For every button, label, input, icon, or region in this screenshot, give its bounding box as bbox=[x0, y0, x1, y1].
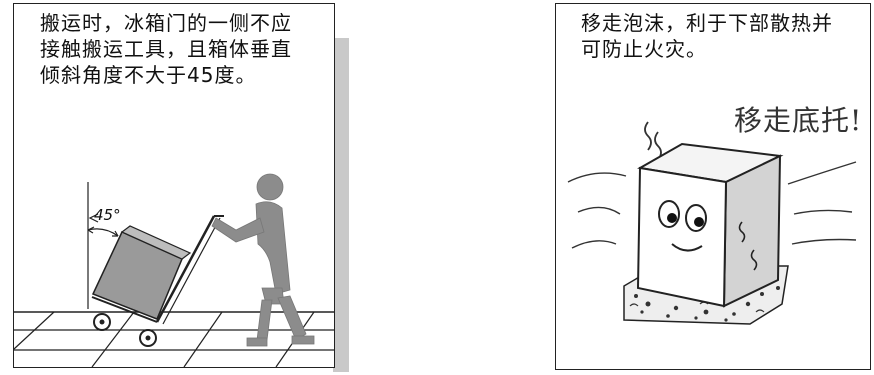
right-panel: 移走泡沫，利于下部散热并 可防止火灾。 移走底托! bbox=[555, 3, 871, 370]
right-caption: 移走泡沫，利于下部散热并 可防止火灾。 bbox=[581, 10, 833, 62]
left-caption-line-2: 接触搬运工具，且箱体垂直 bbox=[40, 37, 292, 61]
floor-tiles-icon bbox=[13, 311, 334, 368]
angle-label: 45° bbox=[94, 206, 121, 224]
left-panel: 搬运时，冰箱门的一侧不应 接触搬运工具，且箱体垂直 倾斜角度不大于45度。 45… bbox=[13, 3, 335, 368]
angle-marker-icon bbox=[87, 182, 119, 309]
left-caption: 搬运时，冰箱门的一侧不应 接触搬运工具，且箱体垂直 倾斜角度不大于45度。 bbox=[40, 10, 292, 88]
left-caption-line-3: 倾斜角度不大于45度。 bbox=[40, 63, 257, 87]
wind-lines-icon bbox=[567, 161, 857, 249]
left-caption-line-1: 搬运时，冰箱门的一侧不应 bbox=[40, 11, 292, 35]
left-panel-shadow bbox=[333, 38, 349, 372]
refrigerator-box-icon bbox=[91, 215, 224, 347]
shout-text: 移走底托! bbox=[734, 104, 863, 137]
person-pushing-hand-truck-icon bbox=[211, 173, 315, 347]
cartoon-refrigerator-icon bbox=[636, 142, 784, 308]
right-caption-line-2: 可防止火灾。 bbox=[581, 37, 707, 61]
right-caption-line-1: 移走泡沫，利于下部散热并 bbox=[581, 11, 833, 35]
